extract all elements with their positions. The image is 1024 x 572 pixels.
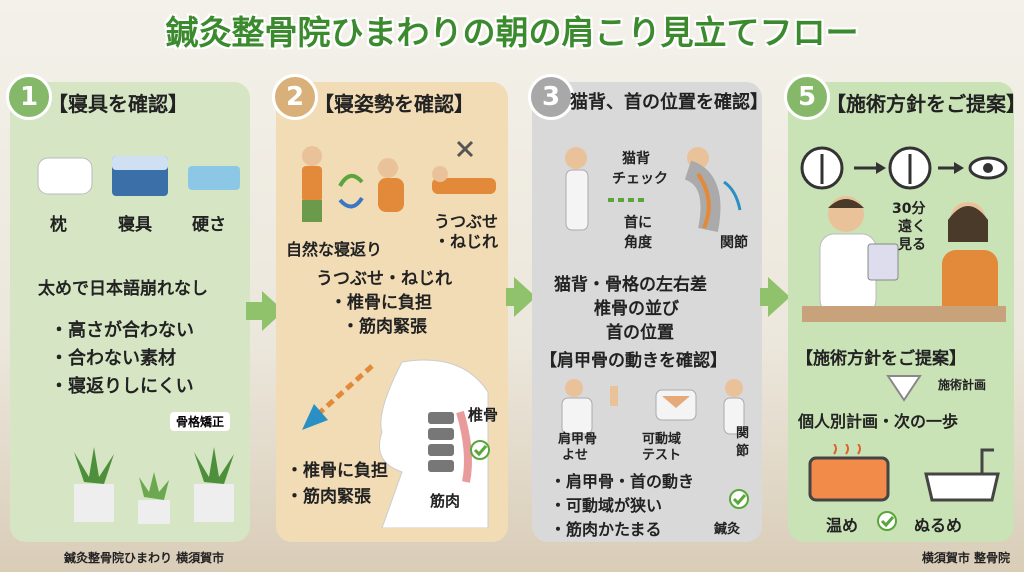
pillow-icon — [37, 157, 93, 195]
step2-center: ・椎骨に負担 — [330, 293, 432, 313]
joint-label: 関 — [736, 426, 750, 441]
step2-title: 【寝姿勢を確認】 — [314, 92, 474, 116]
step3-subtitle: 【肩甲骨の動きを確認】 — [540, 351, 727, 371]
check-icon — [729, 489, 749, 509]
step4-panel: 5 【施術方針をご提案】 30分 遠く 見る 【施術方針をご提案】 施術計画 個… — [784, 74, 1024, 542]
down-arrow-icon — [886, 375, 922, 402]
step4-title: 【施術方針をご提案】 — [826, 92, 1024, 116]
rom-label: テスト — [642, 448, 682, 463]
flow-arrow-bar — [246, 302, 264, 320]
hardness-label: 硬さ — [192, 215, 226, 235]
angle-label: 角度 — [624, 235, 652, 251]
plan-label: 施術計画 — [938, 378, 987, 392]
warm-label: 温め — [826, 516, 859, 535]
joint-label: 関節 — [720, 235, 748, 251]
step3-panel: 3 猫背、首の位置を確認】 猫背 チェック 首に 角度 関節 猫背・骨格の左右差… — [528, 74, 768, 542]
turn-arrow-icon — [338, 174, 364, 188]
bedding-icons — [37, 156, 240, 196]
look-label: 見る — [898, 237, 926, 253]
step4-number: 5 — [784, 74, 830, 120]
step2-number: 2 — [272, 74, 318, 120]
step1-bullet: ・合わない素材 — [50, 348, 176, 369]
hand-icon — [610, 386, 618, 406]
time-icons — [800, 146, 1008, 190]
footer-right: 横須賀市 整骨院 — [921, 551, 1010, 565]
clipboard-icon — [867, 243, 899, 281]
dashed-arrow-icon — [302, 364, 374, 430]
flow-arrow-bar — [506, 288, 516, 306]
step3-center: 首の位置 — [606, 323, 674, 343]
heat-pad-icon — [808, 456, 890, 502]
step3-tag: 鍼灸 — [714, 522, 741, 537]
scapula-label: 肩甲骨 — [558, 432, 598, 447]
consultation-icon — [802, 196, 1006, 322]
spine-label: 椎骨 — [468, 406, 499, 424]
flow-arrow-bar — [760, 288, 770, 306]
step3-center: 猫背・骨格の左右差 — [554, 275, 707, 295]
check-icon — [877, 511, 897, 531]
person-icon — [565, 147, 587, 169]
step1-bullet: ・寝返りしにくい — [50, 376, 194, 397]
step3-bullet: ・筋肉かたまる — [550, 520, 662, 539]
step4-subtitle: 【施術方針をご提案】 — [796, 349, 966, 369]
far-label: 遠く — [898, 219, 926, 235]
step2-bottom: ・椎骨に負担 — [286, 461, 388, 481]
step1-sub: 太めで日本語崩れなし — [38, 279, 208, 299]
bad-posture-2: ・ねじれ — [434, 232, 499, 251]
step3-bullet: ・可動域が狭い — [550, 496, 663, 515]
flow-arrow-icon — [514, 277, 536, 317]
step3-number: 3 — [528, 74, 574, 120]
lukewarm-label: ぬるめ — [914, 516, 963, 535]
flow-arrow-icon — [768, 277, 790, 317]
footer-left: 鍼灸整骨院ひまわり 横須賀市 — [64, 551, 225, 565]
person-icon — [302, 146, 322, 166]
check-icon — [470, 440, 490, 460]
care-icons — [808, 444, 1000, 502]
step2-panel: 2 【寝姿勢を確認】 うつぶせ ・ねじれ 自然な寝返り うつぶせ・ねじれ ・椎骨… — [272, 74, 508, 542]
mattress-icon — [188, 166, 240, 190]
step1-tag: 骨格矯正 — [170, 412, 231, 431]
bad-posture-1: うつぶせ — [434, 212, 499, 231]
step1-bullet: ・高さが合わない — [50, 320, 194, 341]
sleeping-posture-icons — [302, 140, 496, 222]
minutes-label: 30分 — [892, 201, 926, 217]
check-label: チェック — [612, 171, 668, 187]
angle-label: 首に — [624, 215, 652, 231]
page-title: 鍼灸整骨院ひまわりの朝の肩こり見立てフロー — [165, 13, 859, 52]
step3-bullet: ・肩甲骨・首の動き — [550, 472, 695, 491]
posture-check-icons — [565, 147, 742, 232]
step3-title: 猫背、首の位置を確認】 — [570, 92, 768, 113]
step2-bottom: ・筋肉緊張 — [286, 487, 371, 507]
scapula-icons — [561, 379, 745, 435]
natural-turn: 自然な寝返り — [286, 240, 383, 259]
pillow-label: 枕 — [50, 215, 67, 235]
plan-text: 個人別計画・次の一歩 — [798, 412, 959, 431]
rom-label: 可動域 — [642, 432, 682, 447]
scapula-label: よせ — [562, 448, 589, 463]
step1-title: 【寝具を確認】 — [48, 92, 188, 116]
plant-icon — [74, 447, 234, 524]
step2-center: ・筋肉緊張 — [342, 317, 427, 337]
step2-center: うつぶせ・ねじれ — [316, 269, 452, 289]
check-label: 猫背 — [622, 151, 650, 167]
bathtub-icon — [924, 472, 1000, 502]
step1-number: 1 — [6, 74, 52, 120]
bedding-label: 寝具 — [118, 215, 152, 235]
step3-center: 椎骨の並び — [594, 299, 679, 319]
neck-spine-icon — [379, 359, 490, 528]
joint-label: 節 — [736, 444, 750, 459]
step1-panel: 1 【寝具を確認】 枕 寝具 硬さ 太めで日本語崩れなし ・高さが合わない ・合… — [6, 74, 250, 542]
muscle-label: 筋肉 — [430, 492, 461, 510]
